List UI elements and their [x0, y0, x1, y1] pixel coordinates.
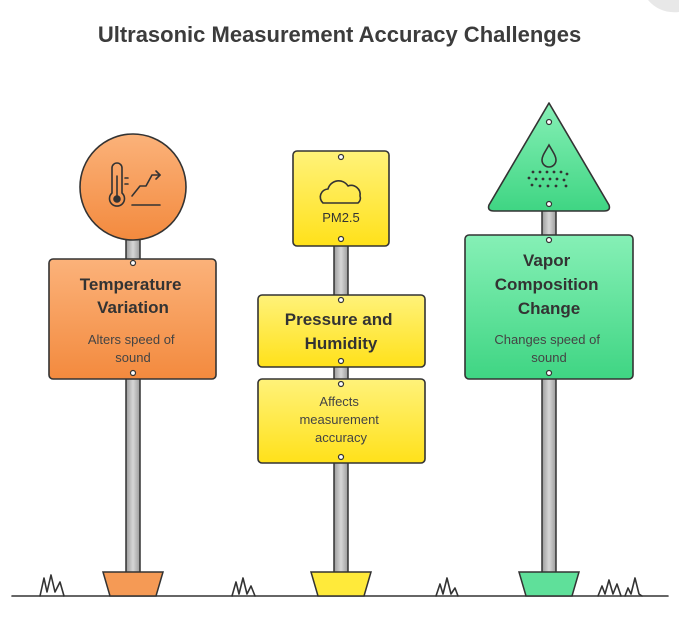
- sign-board: [464, 234, 634, 380]
- diagram-title: Ultrasonic Measurement Accuracy Challeng…: [97, 22, 582, 47]
- corner-tab: [648, 0, 679, 13]
- sign-board: [257, 294, 426, 368]
- sign-title: Vapor Composition Change: [495, 251, 604, 318]
- sign-temperature: Temperature Variation Alters speed of so…: [48, 133, 217, 597]
- sign-title: Pressure and Humidity: [285, 310, 397, 353]
- title-line: Temperature: [80, 275, 182, 294]
- sign-description: Affects measurement accuracy: [299, 394, 382, 445]
- icon-triangle: [487, 102, 611, 212]
- pm25-label: PM2.5: [322, 210, 360, 225]
- body-line: Changes speed of: [494, 332, 600, 347]
- sign-pressure-humidity: PM2.5 Pressure and Humidity Affects meas…: [257, 150, 426, 597]
- thermometer-graph-icon: [108, 162, 161, 207]
- body-line: Alters speed of: [88, 332, 175, 347]
- pole-base: [310, 571, 372, 597]
- body-line: accuracy: [315, 430, 368, 445]
- title-line: Vapor: [523, 251, 571, 270]
- title-line: Pressure and: [285, 310, 393, 329]
- sign-title: Temperature Variation: [80, 275, 186, 317]
- title-line: Composition: [495, 275, 599, 294]
- icon-board: [292, 150, 390, 247]
- sign-description: Changes speed of sound: [494, 332, 603, 365]
- pm25-cloud-icon: PM2.5: [319, 180, 362, 225]
- pole-base: [102, 571, 164, 597]
- body-line: measurement: [299, 412, 379, 427]
- sign-description: Alters speed of sound: [88, 332, 178, 365]
- title-line: Humidity: [305, 334, 378, 353]
- sign-board: [48, 258, 217, 380]
- title-line: Variation: [97, 298, 169, 317]
- pole-base: [518, 571, 580, 597]
- vapor-droplet-icon: [527, 143, 569, 188]
- sign-vapor-composition: Vapor Composition Change Changes speed o…: [464, 102, 634, 597]
- title-line: Change: [518, 299, 580, 318]
- body-line: sound: [115, 350, 150, 365]
- sign-board-lower: [257, 378, 426, 464]
- body-line: sound: [531, 350, 566, 365]
- icon-circle: [79, 133, 187, 241]
- body-line: Affects: [319, 394, 359, 409]
